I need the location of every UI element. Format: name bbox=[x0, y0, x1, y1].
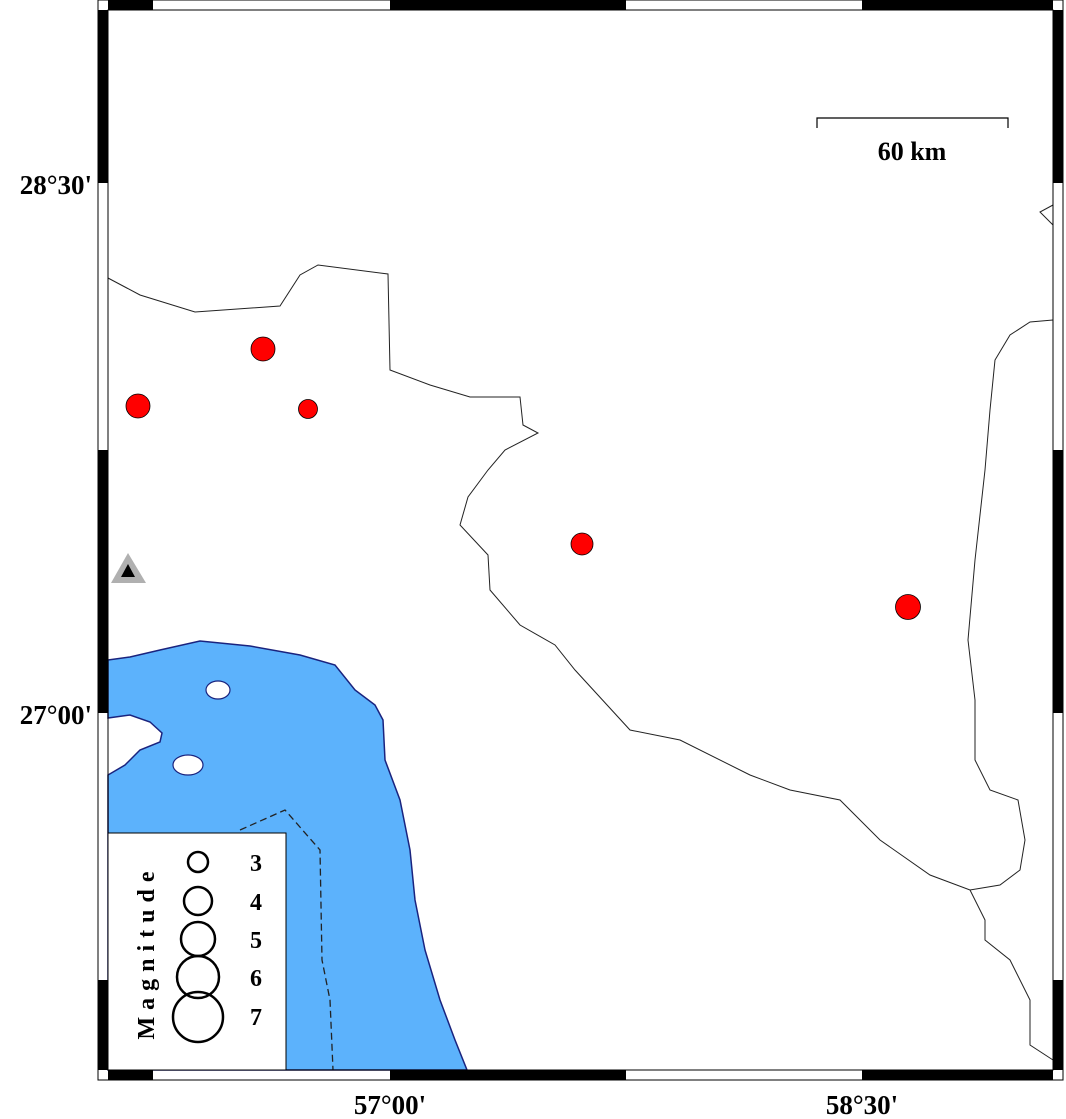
legend-label: 4 bbox=[250, 890, 262, 916]
earthquake-marker[interactable] bbox=[125, 393, 151, 419]
station-icon[interactable] bbox=[111, 553, 146, 583]
legend-circle-6 bbox=[175, 954, 221, 1000]
province-border bbox=[107, 264, 1054, 891]
scale-bar-label: 60 km bbox=[878, 137, 947, 166]
legend-circle-3 bbox=[186, 850, 210, 874]
lat-label-bottom: 27°00' bbox=[20, 700, 92, 730]
legend-circle-4 bbox=[182, 885, 214, 917]
map-frame bbox=[97, 0, 1064, 1081]
legend-label: 5 bbox=[250, 928, 262, 954]
bathymetry-contour bbox=[239, 809, 334, 1071]
province-border bbox=[969, 889, 1054, 1061]
legend-circle-7 bbox=[171, 990, 225, 1044]
earthquake-events bbox=[125, 336, 921, 620]
legend-label: 7 bbox=[250, 1005, 262, 1031]
legend-title: Magnitude bbox=[134, 864, 160, 1039]
legend-label: 6 bbox=[250, 966, 262, 992]
earthquake-marker[interactable] bbox=[250, 336, 276, 362]
lat-label-top: 28°30' bbox=[20, 170, 92, 200]
province-border bbox=[1039, 204, 1054, 226]
scale-bar bbox=[816, 117, 1009, 128]
island bbox=[172, 754, 204, 776]
lon-label-left: 57°00' bbox=[354, 1090, 426, 1119]
legend-symbols bbox=[171, 850, 225, 1044]
island bbox=[205, 680, 231, 700]
lon-label-right: 58°30' bbox=[826, 1090, 898, 1119]
legend-label: 3 bbox=[250, 851, 262, 877]
earthquake-marker[interactable] bbox=[570, 532, 594, 556]
earthquake-marker[interactable] bbox=[298, 399, 318, 419]
earthquake-marker[interactable] bbox=[895, 594, 921, 620]
